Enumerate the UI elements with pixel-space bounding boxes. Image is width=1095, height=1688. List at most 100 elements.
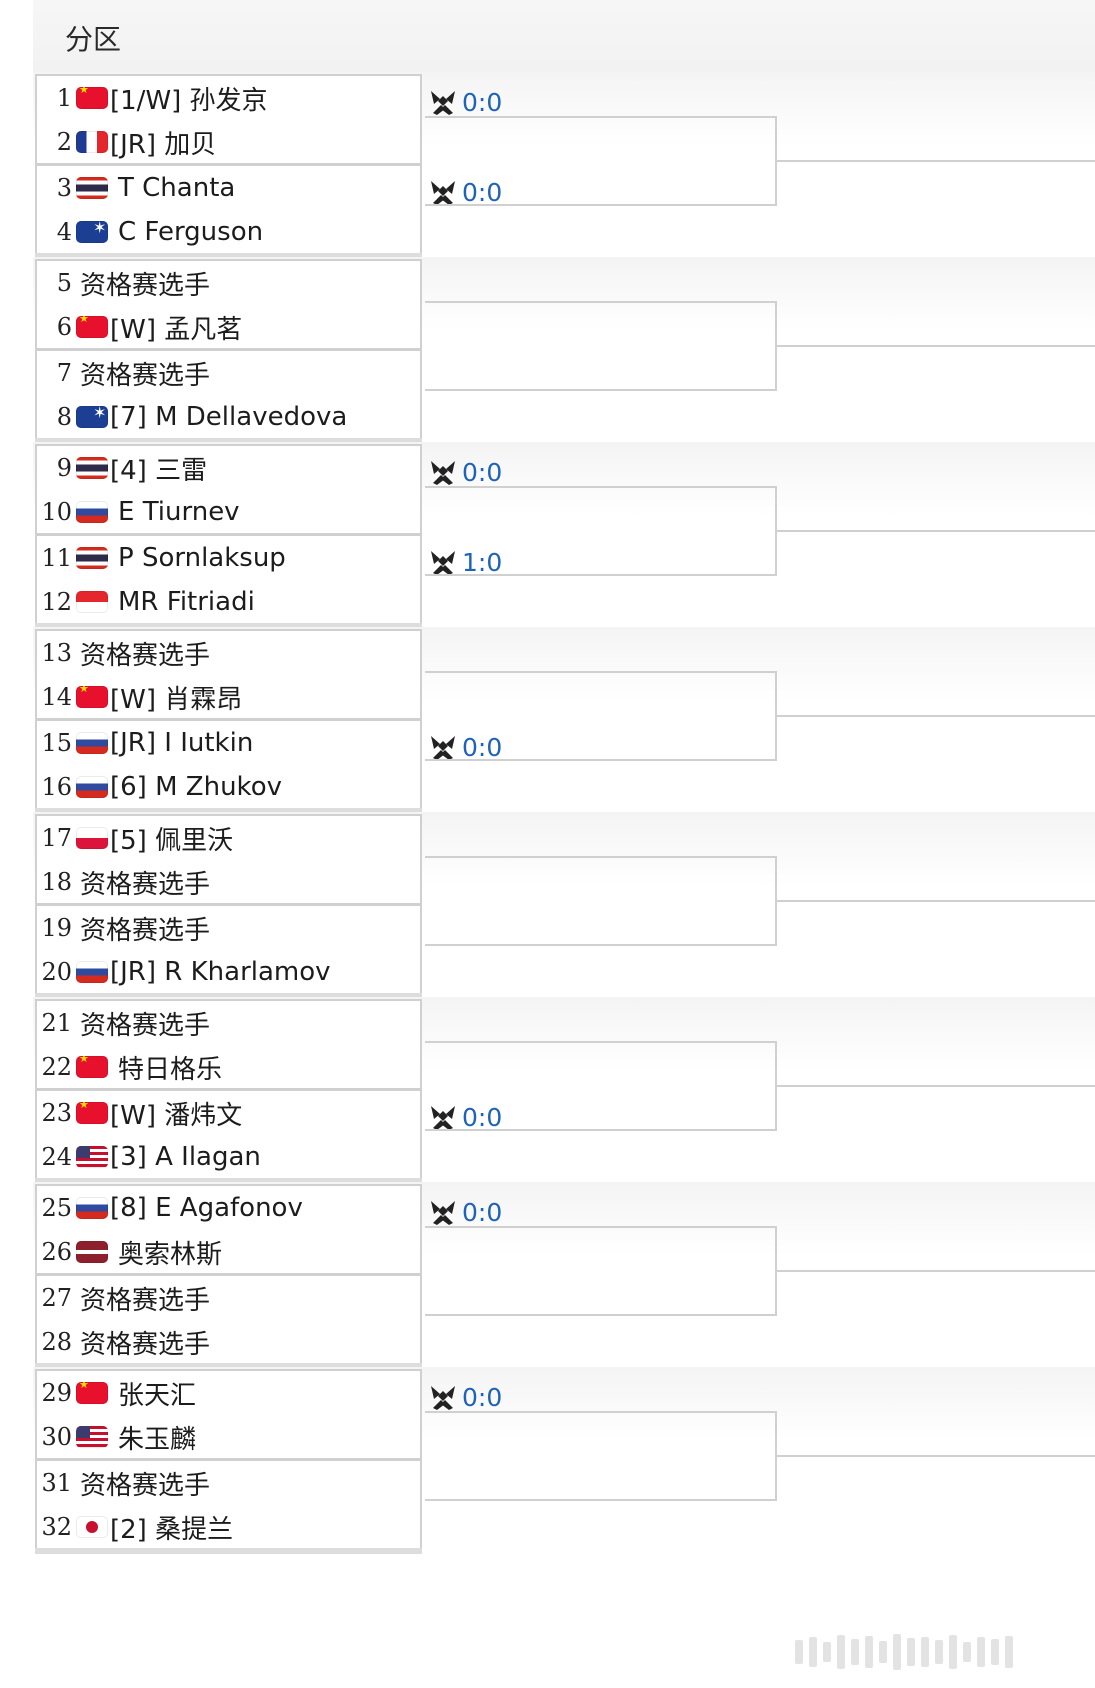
- player-name[interactable]: [6] M Zhukov: [110, 772, 282, 802]
- player-name[interactable]: 资格赛选手: [80, 869, 211, 900]
- player-name[interactable]: [W] 肖霖昂: [110, 684, 243, 715]
- draw-position: 16: [41, 773, 72, 801]
- bracket-line: [777, 1455, 1095, 1457]
- score-text: 0:0: [462, 1382, 503, 1412]
- draw-position: 24: [41, 1143, 72, 1171]
- draw-position: 22: [41, 1053, 72, 1081]
- bracket-connector: [425, 301, 777, 391]
- match-score[interactable]: 1:0: [428, 546, 502, 578]
- player-name[interactable]: [1/W] 孙发京: [110, 85, 268, 116]
- cn-flag-icon: [76, 1102, 108, 1124]
- ru-flag-icon: [76, 501, 108, 523]
- player-name[interactable]: T Chanta: [118, 173, 236, 203]
- match-score[interactable]: 0:0: [428, 86, 502, 118]
- th-flag-icon: [76, 177, 108, 199]
- player-name[interactable]: C Ferguson: [118, 217, 264, 247]
- player-name[interactable]: [7] M Dellavedova: [110, 402, 348, 432]
- bracket-connector: [425, 1411, 777, 1501]
- player-name[interactable]: 张天汇: [118, 1380, 197, 1411]
- badminton-shuttle-icon: [431, 1386, 455, 1410]
- player-name[interactable]: 资格赛选手: [80, 360, 211, 391]
- player-name[interactable]: [JR] R Kharlamov: [110, 957, 331, 987]
- player-name[interactable]: [4] 三雷: [110, 455, 208, 486]
- bracket-connector: [425, 486, 777, 576]
- player-name[interactable]: [W] 孟凡茗: [110, 314, 243, 345]
- player-name[interactable]: 资格赛选手: [80, 1329, 211, 1360]
- player-name[interactable]: 资格赛选手: [80, 640, 211, 671]
- draw-position: 2: [56, 128, 72, 156]
- cn-flag-icon: [76, 87, 108, 109]
- draw-position: 26: [41, 1238, 72, 1266]
- player-row: 29 张天汇: [38, 1370, 418, 1416]
- group-divider: [35, 253, 422, 259]
- player-name[interactable]: 特日格乐: [118, 1054, 223, 1085]
- player-row: 1[1/W] 孙发京: [38, 75, 418, 121]
- bracket-connector: [425, 856, 777, 946]
- player-name[interactable]: 资格赛选手: [80, 1285, 211, 1316]
- jp-flag-icon: [76, 1516, 108, 1538]
- score-text: 0:0: [462, 177, 503, 207]
- player-name[interactable]: 资格赛选手: [80, 915, 211, 946]
- cn-flag-icon: [76, 1382, 108, 1404]
- match-score[interactable]: 0:0: [428, 731, 502, 763]
- player-name[interactable]: 资格赛选手: [80, 1010, 211, 1041]
- player-row: 28 资格赛选手: [38, 1319, 418, 1365]
- draw-position: 25: [41, 1194, 72, 1222]
- draw-position: 32: [41, 1513, 72, 1541]
- player-row: 2 [JR] 加贝: [38, 119, 418, 165]
- section-header: 分区: [33, 0, 1095, 73]
- ru-flag-icon: [76, 1197, 108, 1219]
- player-name[interactable]: [JR] I Iutkin: [110, 728, 254, 758]
- player-name[interactable]: [8] E Agafonov: [110, 1193, 303, 1223]
- player-name[interactable]: [2] 桑提兰: [110, 1514, 234, 1545]
- score-text: 0:0: [462, 87, 503, 117]
- player-name[interactable]: 奥索林斯: [118, 1239, 223, 1270]
- ru-flag-icon: [76, 732, 108, 754]
- cn-flag-icon: [76, 1056, 108, 1078]
- player-row: 5 资格赛选手: [38, 260, 418, 306]
- player-name[interactable]: 资格赛选手: [80, 270, 211, 301]
- player-row: 32 [2] 桑提兰: [38, 1504, 418, 1550]
- player-name[interactable]: [W] 潘炜文: [110, 1100, 243, 1131]
- group-divider: [35, 623, 422, 629]
- match-score[interactable]: 0:0: [428, 1381, 502, 1413]
- fr-flag-icon: [76, 131, 108, 153]
- draw-position: 9: [56, 454, 72, 482]
- draw-position: 5: [56, 269, 72, 297]
- draw-position: 18: [41, 868, 72, 896]
- player-name[interactable]: [3] A Ilagan: [110, 1142, 261, 1172]
- th-flag-icon: [76, 457, 108, 479]
- match-score[interactable]: 0:0: [428, 176, 502, 208]
- draw-position: 10: [41, 498, 72, 526]
- pl-flag-icon: [76, 827, 108, 849]
- player-row: 25 [8] E Agafonov: [38, 1185, 418, 1231]
- draw-position: 28: [41, 1328, 72, 1356]
- player-row: 4C Ferguson: [38, 209, 418, 255]
- score-text: 0:0: [462, 732, 503, 762]
- player-name[interactable]: [JR] 加贝: [110, 129, 217, 160]
- player-name[interactable]: 资格赛选手: [80, 1470, 211, 1501]
- draw-position: 8: [56, 403, 72, 431]
- lv-flag-icon: [76, 1241, 108, 1263]
- bracket-line: [777, 715, 1095, 717]
- player-row: 10 E Tiurnev: [38, 489, 418, 535]
- draw-position: 19: [41, 914, 72, 942]
- badminton-shuttle-icon: [431, 181, 455, 205]
- player-name[interactable]: [5] 佩里沃: [110, 825, 234, 856]
- bracket-connector: [425, 116, 777, 206]
- player-row: 16 [6] M Zhukov: [38, 764, 418, 810]
- draw-position: 29: [41, 1379, 72, 1407]
- player-name[interactable]: 朱玉麟: [118, 1424, 197, 1455]
- match-score[interactable]: 0:0: [428, 456, 502, 488]
- draw-position: 27: [41, 1284, 72, 1312]
- match-score[interactable]: 0:0: [428, 1101, 502, 1133]
- match-score[interactable]: 0:0: [428, 1196, 502, 1228]
- player-name[interactable]: P Sornlaksup: [118, 543, 286, 573]
- player-row: 15[JR] I Iutkin: [38, 720, 418, 766]
- player-name[interactable]: MR Fitriadi: [118, 587, 255, 617]
- player-name[interactable]: E Tiurnev: [118, 497, 240, 527]
